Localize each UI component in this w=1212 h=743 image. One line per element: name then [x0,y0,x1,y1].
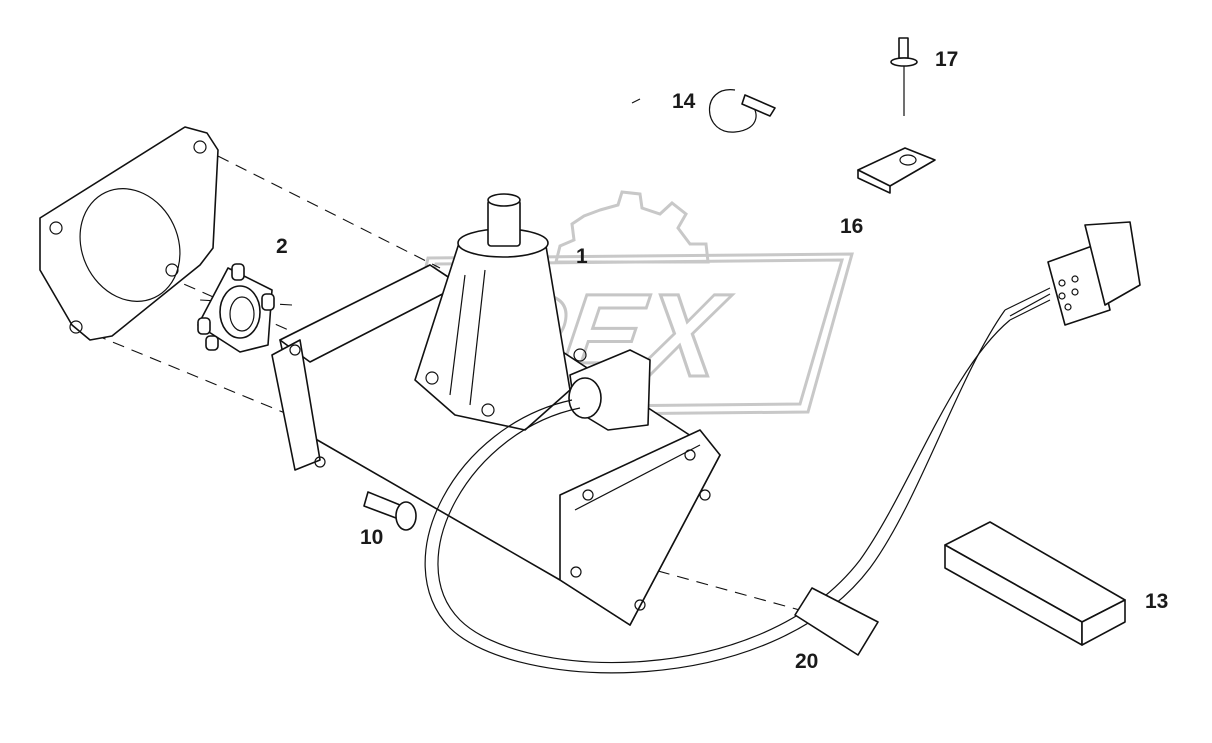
screw [363,491,417,531]
callout-16: 16 [840,215,863,238]
coupling [197,263,275,353]
cable-gland [568,349,651,431]
gasket-plate [39,126,219,341]
callout-10: 10 [360,526,383,549]
label-plate [794,587,879,656]
callout-17: 17 [935,48,958,71]
cable [424,287,1051,674]
gear-icon [554,190,710,264]
callout-13: 13 [1145,590,1168,613]
motor-assembly [271,264,721,626]
callout-2: 2 [276,235,288,258]
cable-tie [709,89,776,133]
callout-14: 14 [672,90,696,113]
block [944,521,1126,646]
clip [857,147,936,194]
callout-1: 1 [576,245,588,268]
connector [1047,221,1141,326]
callout-20: 20 [795,650,818,673]
rivet [890,37,918,116]
